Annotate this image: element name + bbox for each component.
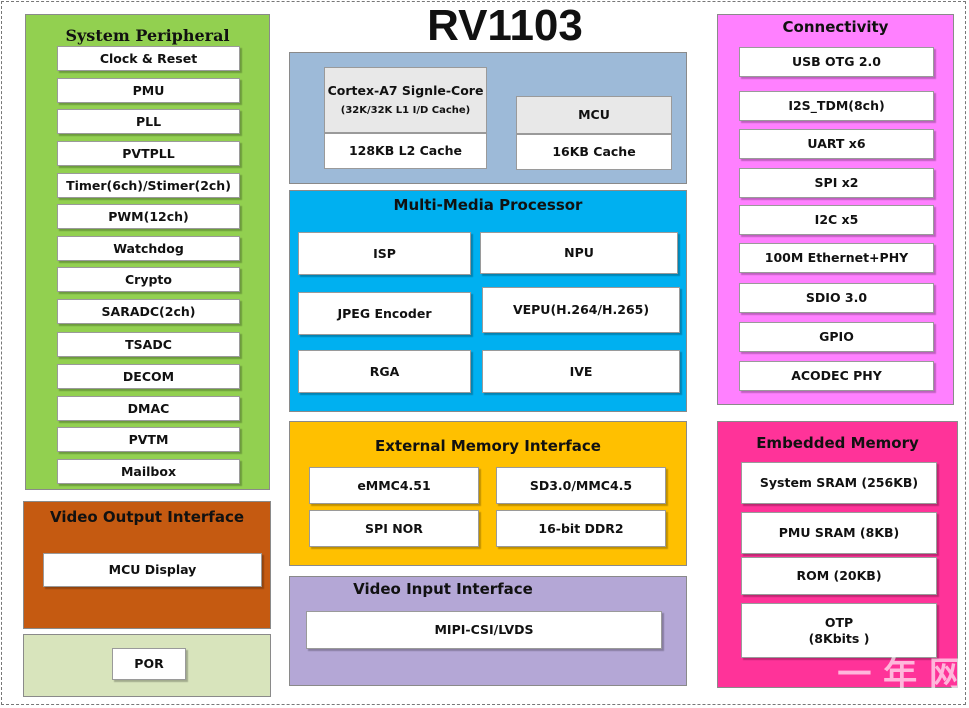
system-peripheral-item: Mailbox xyxy=(57,459,240,484)
ive-block: IVE xyxy=(482,350,680,393)
system-peripheral-item: SARADC(2ch) xyxy=(57,299,240,324)
system-peripheral-item: PMU xyxy=(57,78,240,103)
embedded-memory-panel: Embedded Memory System SRAM (256KB) PMU … xyxy=(717,421,958,688)
cortex-a7-label: Cortex-A7 Signle-Core xyxy=(327,82,484,98)
mcu-display-block: MCU Display xyxy=(43,553,262,587)
cpu-panel: Cortex-A7 Signle-Core (32K/32K L1 I/D Ca… xyxy=(289,52,687,184)
connectivity-item: SPI x2 xyxy=(739,168,934,198)
spi-nor-block: SPI NOR xyxy=(309,510,479,547)
connectivity-item: GPIO xyxy=(739,322,934,352)
system-peripheral-item: PLL xyxy=(57,109,240,134)
system-sram-block: System SRAM (256KB) xyxy=(741,462,937,504)
sd-mmc-block: SD3.0/MMC4.5 xyxy=(496,467,666,504)
connectivity-item: I2C x5 xyxy=(739,205,934,235)
chip-title: RV1103 xyxy=(427,1,583,50)
ddr2-block: 16-bit DDR2 xyxy=(496,510,666,547)
video-input-title: Video Input Interface xyxy=(353,580,533,598)
mcu-block: MCU xyxy=(516,96,672,134)
system-peripheral-item: Clock & Reset xyxy=(57,46,240,71)
system-peripheral-title: System Peripheral xyxy=(65,26,230,45)
cortex-a7-block: Cortex-A7 Signle-Core (32K/32K L1 I/D Ca… xyxy=(324,67,487,133)
l1-cache-label: (32K/32K L1 I/D Cache) xyxy=(340,104,471,116)
connectivity-item: ACODEC PHY xyxy=(739,361,934,391)
rga-block: RGA xyxy=(298,350,471,393)
watermark-sub: 1FRD.com xyxy=(870,691,963,705)
por-block: POR xyxy=(112,648,186,680)
connectivity-item: SDIO 3.0 xyxy=(739,283,934,313)
otp-block: OTP (8Kbits ) xyxy=(741,603,937,658)
video-output-panel: Video Output Interface MCU Display xyxy=(23,501,271,629)
mcu-cache-block: 16KB Cache xyxy=(516,134,672,170)
external-memory-panel: External Memory Interface eMMC4.51 SD3.0… xyxy=(289,421,687,566)
npu-block: NPU xyxy=(480,232,678,274)
system-peripheral-item: DECOM xyxy=(57,364,240,389)
system-peripheral-item: Watchdog xyxy=(57,236,240,261)
connectivity-item: I2S_TDM(8ch) xyxy=(739,91,934,121)
system-peripheral-item: PWM(12ch) xyxy=(57,204,240,229)
system-peripheral-item: Timer(6ch)/Stimer(2ch) xyxy=(57,173,240,198)
external-memory-title: External Memory Interface xyxy=(375,437,601,455)
site-watermark: 一 年 网 1FRD.com xyxy=(837,658,963,704)
emmc-block: eMMC4.51 xyxy=(309,467,479,504)
multimedia-title: Multi-Media Processor xyxy=(393,196,583,214)
system-peripheral-item: Crypto xyxy=(57,267,240,292)
watermark-main: 一 年 网 xyxy=(837,655,963,695)
jpeg-encoder-block: JPEG Encoder xyxy=(298,292,471,335)
embedded-memory-title: Embedded Memory xyxy=(756,434,919,452)
por-panel: POR xyxy=(23,634,271,697)
otp-size-label: (8Kbits ) xyxy=(808,630,870,646)
video-input-panel: Video Input Interface MIPI-CSI/LVDS xyxy=(289,576,687,686)
l2-cache-block: 128KB L2 Cache xyxy=(324,133,487,169)
system-peripheral-item: DMAC xyxy=(57,396,240,421)
mipi-csi-block: MIPI-CSI/LVDS xyxy=(306,611,662,649)
system-peripheral-item: PVTM xyxy=(57,427,240,452)
otp-label: OTP xyxy=(824,614,854,630)
pmu-sram-block: PMU SRAM (8KB) xyxy=(741,512,937,554)
system-peripheral-item: PVTPLL xyxy=(57,141,240,166)
rom-block: ROM (20KB) xyxy=(741,557,937,595)
isp-block: ISP xyxy=(298,232,471,275)
connectivity-item: UART x6 xyxy=(739,129,934,159)
multimedia-panel: Multi-Media Processor ISP NPU JPEG Encod… xyxy=(289,190,687,412)
connectivity-item: USB OTG 2.0 xyxy=(739,47,934,77)
connectivity-item: 100M Ethernet+PHY xyxy=(739,243,934,273)
system-peripheral-item: TSADC xyxy=(57,332,240,357)
video-output-title: Video Output Interface xyxy=(49,508,245,526)
vepu-block: VEPU(H.264/H.265) xyxy=(482,287,680,333)
connectivity-title: Connectivity xyxy=(782,18,889,36)
